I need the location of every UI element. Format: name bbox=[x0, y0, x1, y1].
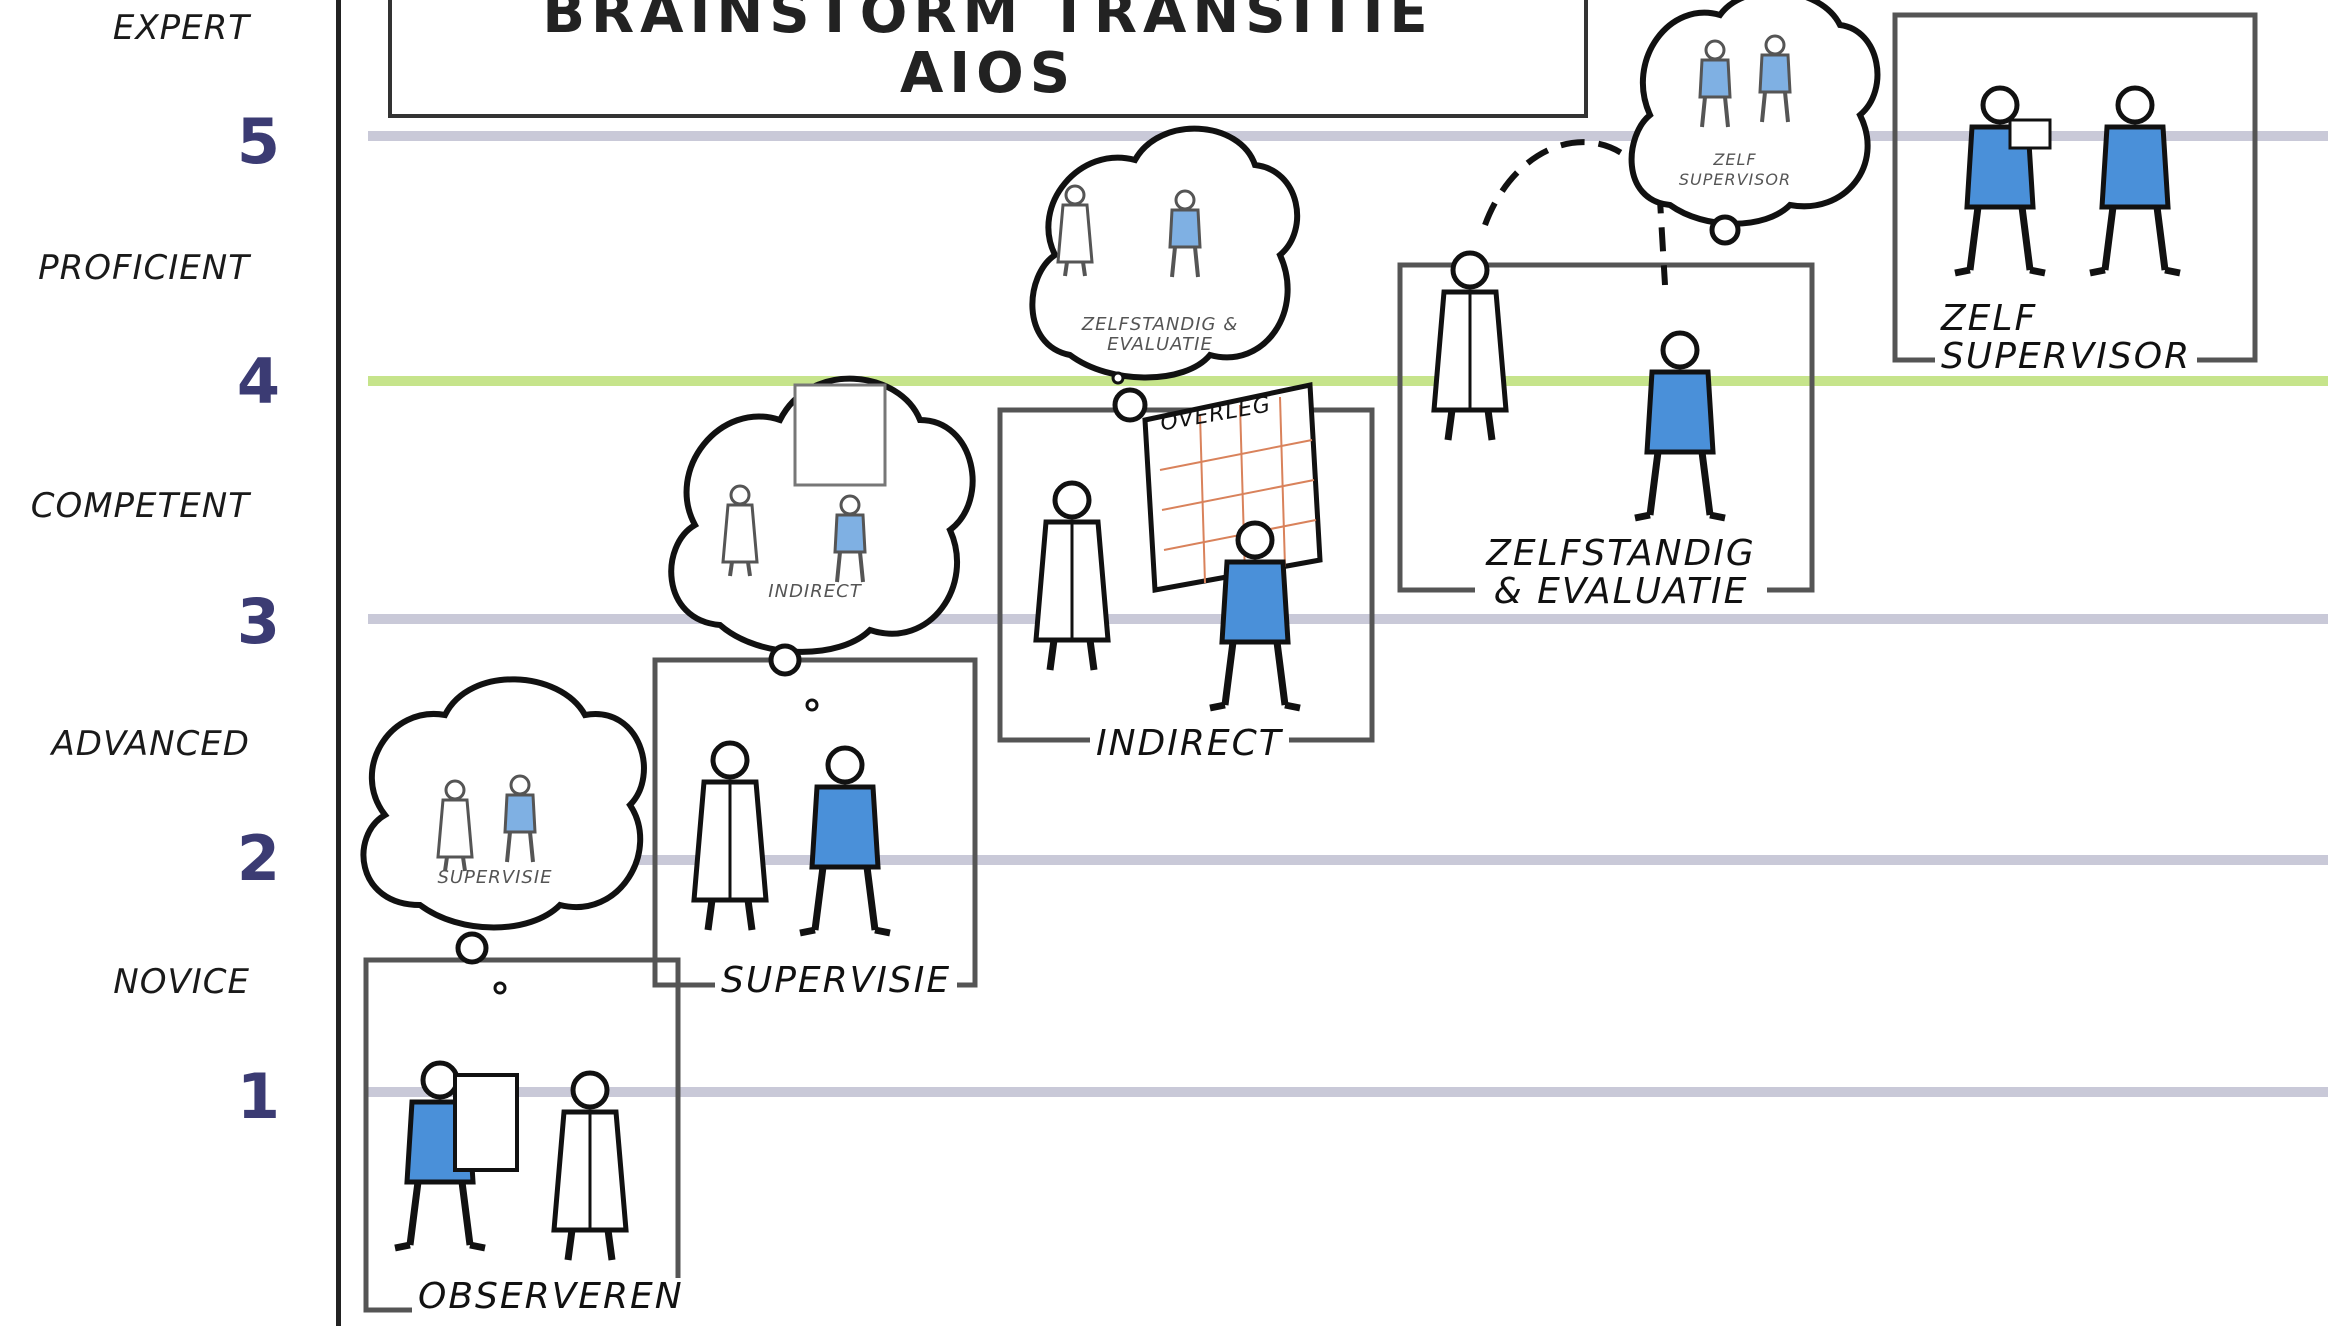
level-number-4: 4 bbox=[236, 345, 280, 418]
stage-observeren bbox=[363, 957, 681, 1313]
card-label-zelf-supervisor: ZELF SUPERVISOR bbox=[1935, 300, 2197, 376]
level-number-3: 3 bbox=[236, 585, 280, 658]
level-advanced: ADVANCED bbox=[51, 724, 250, 764]
bubble-zelf-supervisor bbox=[1628, 0, 1881, 246]
bubble-label-supervisie: SUPERVISIE bbox=[437, 867, 553, 888]
vertical-axis bbox=[336, 0, 341, 1326]
title-box: BRAINSTORM TRANSITIE AIOS bbox=[388, 0, 1588, 118]
level-number-5: 5 bbox=[236, 105, 280, 178]
level-expert: EXPERT bbox=[112, 8, 250, 48]
card-label-supervisie: SUPERVISIE bbox=[715, 962, 958, 1000]
bubble-label-indirect: INDIRECT bbox=[768, 581, 862, 602]
title-line-2: AIOS bbox=[899, 41, 1077, 106]
bubble-zelfstandig bbox=[1029, 125, 1301, 423]
bubble-indirect bbox=[668, 375, 976, 712]
card-label-indirect: INDIRECT bbox=[1090, 725, 1289, 763]
level-number-1: 1 bbox=[236, 1060, 280, 1133]
bubble-label-zelfstandig: ZELFSTANDIG & EVALUATIE bbox=[1081, 314, 1239, 355]
level-proficient: PROFICIENT bbox=[38, 248, 250, 288]
level-novice: NOVICE bbox=[113, 962, 250, 1002]
level-competent: COMPETENT bbox=[30, 486, 250, 526]
level-number-2: 2 bbox=[236, 822, 280, 895]
bubble-label-zelf-supervisor: ZELF SUPERVISOR bbox=[1678, 150, 1792, 189]
card-label-zelfstandig: ZELFSTANDIG & EVALUATIE bbox=[1475, 535, 1767, 611]
bubble-supervisie bbox=[360, 676, 647, 995]
stage-indirect bbox=[997, 381, 1375, 743]
card-label-observeren: OBSERVEREN bbox=[412, 1278, 690, 1316]
title-line-1: BRAINSTORM TRANSITIE bbox=[542, 0, 1434, 46]
